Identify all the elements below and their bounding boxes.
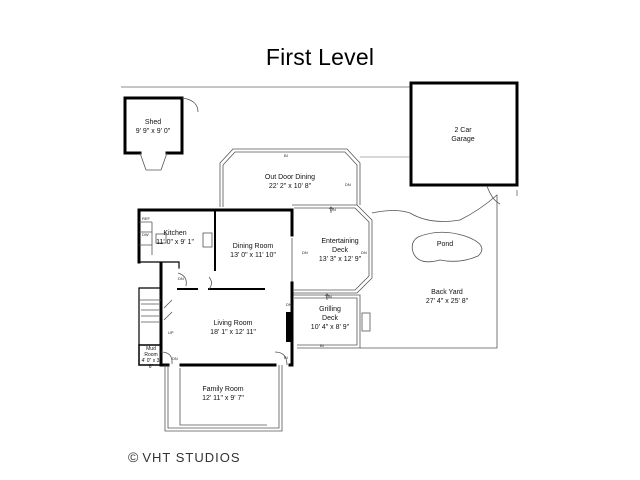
garage-door-swing xyxy=(486,185,501,205)
dn-arrow-deck xyxy=(328,206,334,213)
room-dimensions: 22' 2" x 10' 8" xyxy=(268,183,312,190)
living-room-walls xyxy=(138,262,294,367)
tag-dn-mud: DN xyxy=(172,356,178,361)
room-name: Pond xyxy=(436,241,454,248)
tag-dn-grilling: DN xyxy=(326,294,332,299)
mud-room-door xyxy=(160,351,173,365)
room-dimensions: 13' 3" x 12' 9" xyxy=(318,256,362,263)
tag-dn-kitchen: DN xyxy=(178,276,184,281)
room-dimensions: 18' 1" x 12' 11" xyxy=(210,329,256,336)
entertaining-deck-outline xyxy=(292,204,373,294)
tag-dn-entertaining: DN xyxy=(330,207,336,212)
tag-dn-dining: DN xyxy=(302,250,308,255)
room-label-garage: 2 Car Garage xyxy=(433,126,493,144)
tag-ref: REF xyxy=(142,216,150,221)
tag-dn-deck-side: DN xyxy=(361,250,367,255)
room-label-back-yard: Back Yard 27' 4" x 25' 8" xyxy=(415,288,479,306)
room-name: Family Room xyxy=(202,386,244,393)
room-label-outdoor-dining: Out Door Dining 22' 2" x 10' 8" xyxy=(250,173,330,191)
room-name-line2: Deck xyxy=(322,315,338,322)
room-label-family-room: Family Room 12' 11" x 9' 7" xyxy=(185,385,261,403)
room-label-entertaining-deck: Entertaining Deck 13' 3" x 12' 9" xyxy=(310,237,370,264)
room-dimensions: 12' 11" x 9' 7" xyxy=(202,395,244,402)
room-label-shed: Shed 9' 9" x 9' 0" xyxy=(128,118,178,136)
kitchen-walls xyxy=(137,208,217,269)
copyright-text: VHT STUDIOS xyxy=(142,450,241,465)
family-room-outline xyxy=(164,365,283,432)
copyright-icon: © xyxy=(128,449,140,465)
mud-room-walls xyxy=(138,344,162,366)
back-yard-outline xyxy=(360,194,498,349)
garage-walls xyxy=(409,81,519,187)
room-name: Out Door Dining xyxy=(264,174,316,181)
room-name: Grilling xyxy=(319,306,341,313)
dining-room-walls xyxy=(213,208,294,283)
page-title: First Level xyxy=(265,44,375,70)
tag-dn-living: DN xyxy=(286,302,292,307)
room-name: Dining Room xyxy=(232,243,274,250)
room-dimensions: 9' 9" x 9' 0" xyxy=(135,128,171,135)
room-label-kitchen: Kitchen 11' 0" x 9' 1" xyxy=(145,229,205,247)
room-dimensions: 10' 4" x 8' 9" xyxy=(310,324,350,331)
room-name: Back Yard xyxy=(431,289,463,296)
room-dimensions: 27' 4" x 25' 8" xyxy=(425,298,469,305)
room-name-line2: Garage xyxy=(451,136,475,143)
tag-bi-outdoor: BI xyxy=(284,153,288,158)
room-name-line2: Deck xyxy=(332,247,348,254)
room-label-mud-room: Mud Room 4' 0" x 3' 6" xyxy=(140,346,162,370)
room-name: Living Room xyxy=(213,320,253,327)
tag-dw: DW xyxy=(142,232,149,237)
family-room-door xyxy=(274,351,288,366)
room-name: Shed xyxy=(144,119,162,126)
room-name: Kitchen xyxy=(163,230,187,237)
dn-arrow-grill xyxy=(324,293,330,300)
tag-up-stairs: UP xyxy=(168,330,174,335)
shed-walls xyxy=(123,96,199,171)
room-name: Entertaining xyxy=(321,238,359,245)
pond-outline xyxy=(411,231,483,263)
room-name: 2 Car xyxy=(454,127,472,134)
room-label-grilling-deck: Grilling Deck 10' 4" x 8' 9" xyxy=(304,305,356,332)
grill xyxy=(361,312,371,332)
copyright-notice: ©VHT STUDIOS xyxy=(128,449,241,465)
room-dimensions: 4' 0" x 3' 6" xyxy=(141,358,161,370)
tag-bi-living: BI xyxy=(284,355,288,360)
tag-dn-outdoor: DN xyxy=(345,182,351,187)
outdoor-dining-outline xyxy=(219,148,361,207)
room-label-dining-room: Dining Room 13' 0" x 11' 10" xyxy=(220,242,286,260)
room-dimensions: 13' 0" x 11' 10" xyxy=(230,252,276,259)
room-label-pond: Pond xyxy=(430,240,460,249)
tag-bi-grilling: BI xyxy=(320,343,324,348)
room-label-living-room: Living Room 18' 1" x 12' 11" xyxy=(198,319,268,337)
room-dimensions: 11' 0" x 9' 1" xyxy=(156,239,194,246)
room-name: Mud Room xyxy=(144,346,158,358)
